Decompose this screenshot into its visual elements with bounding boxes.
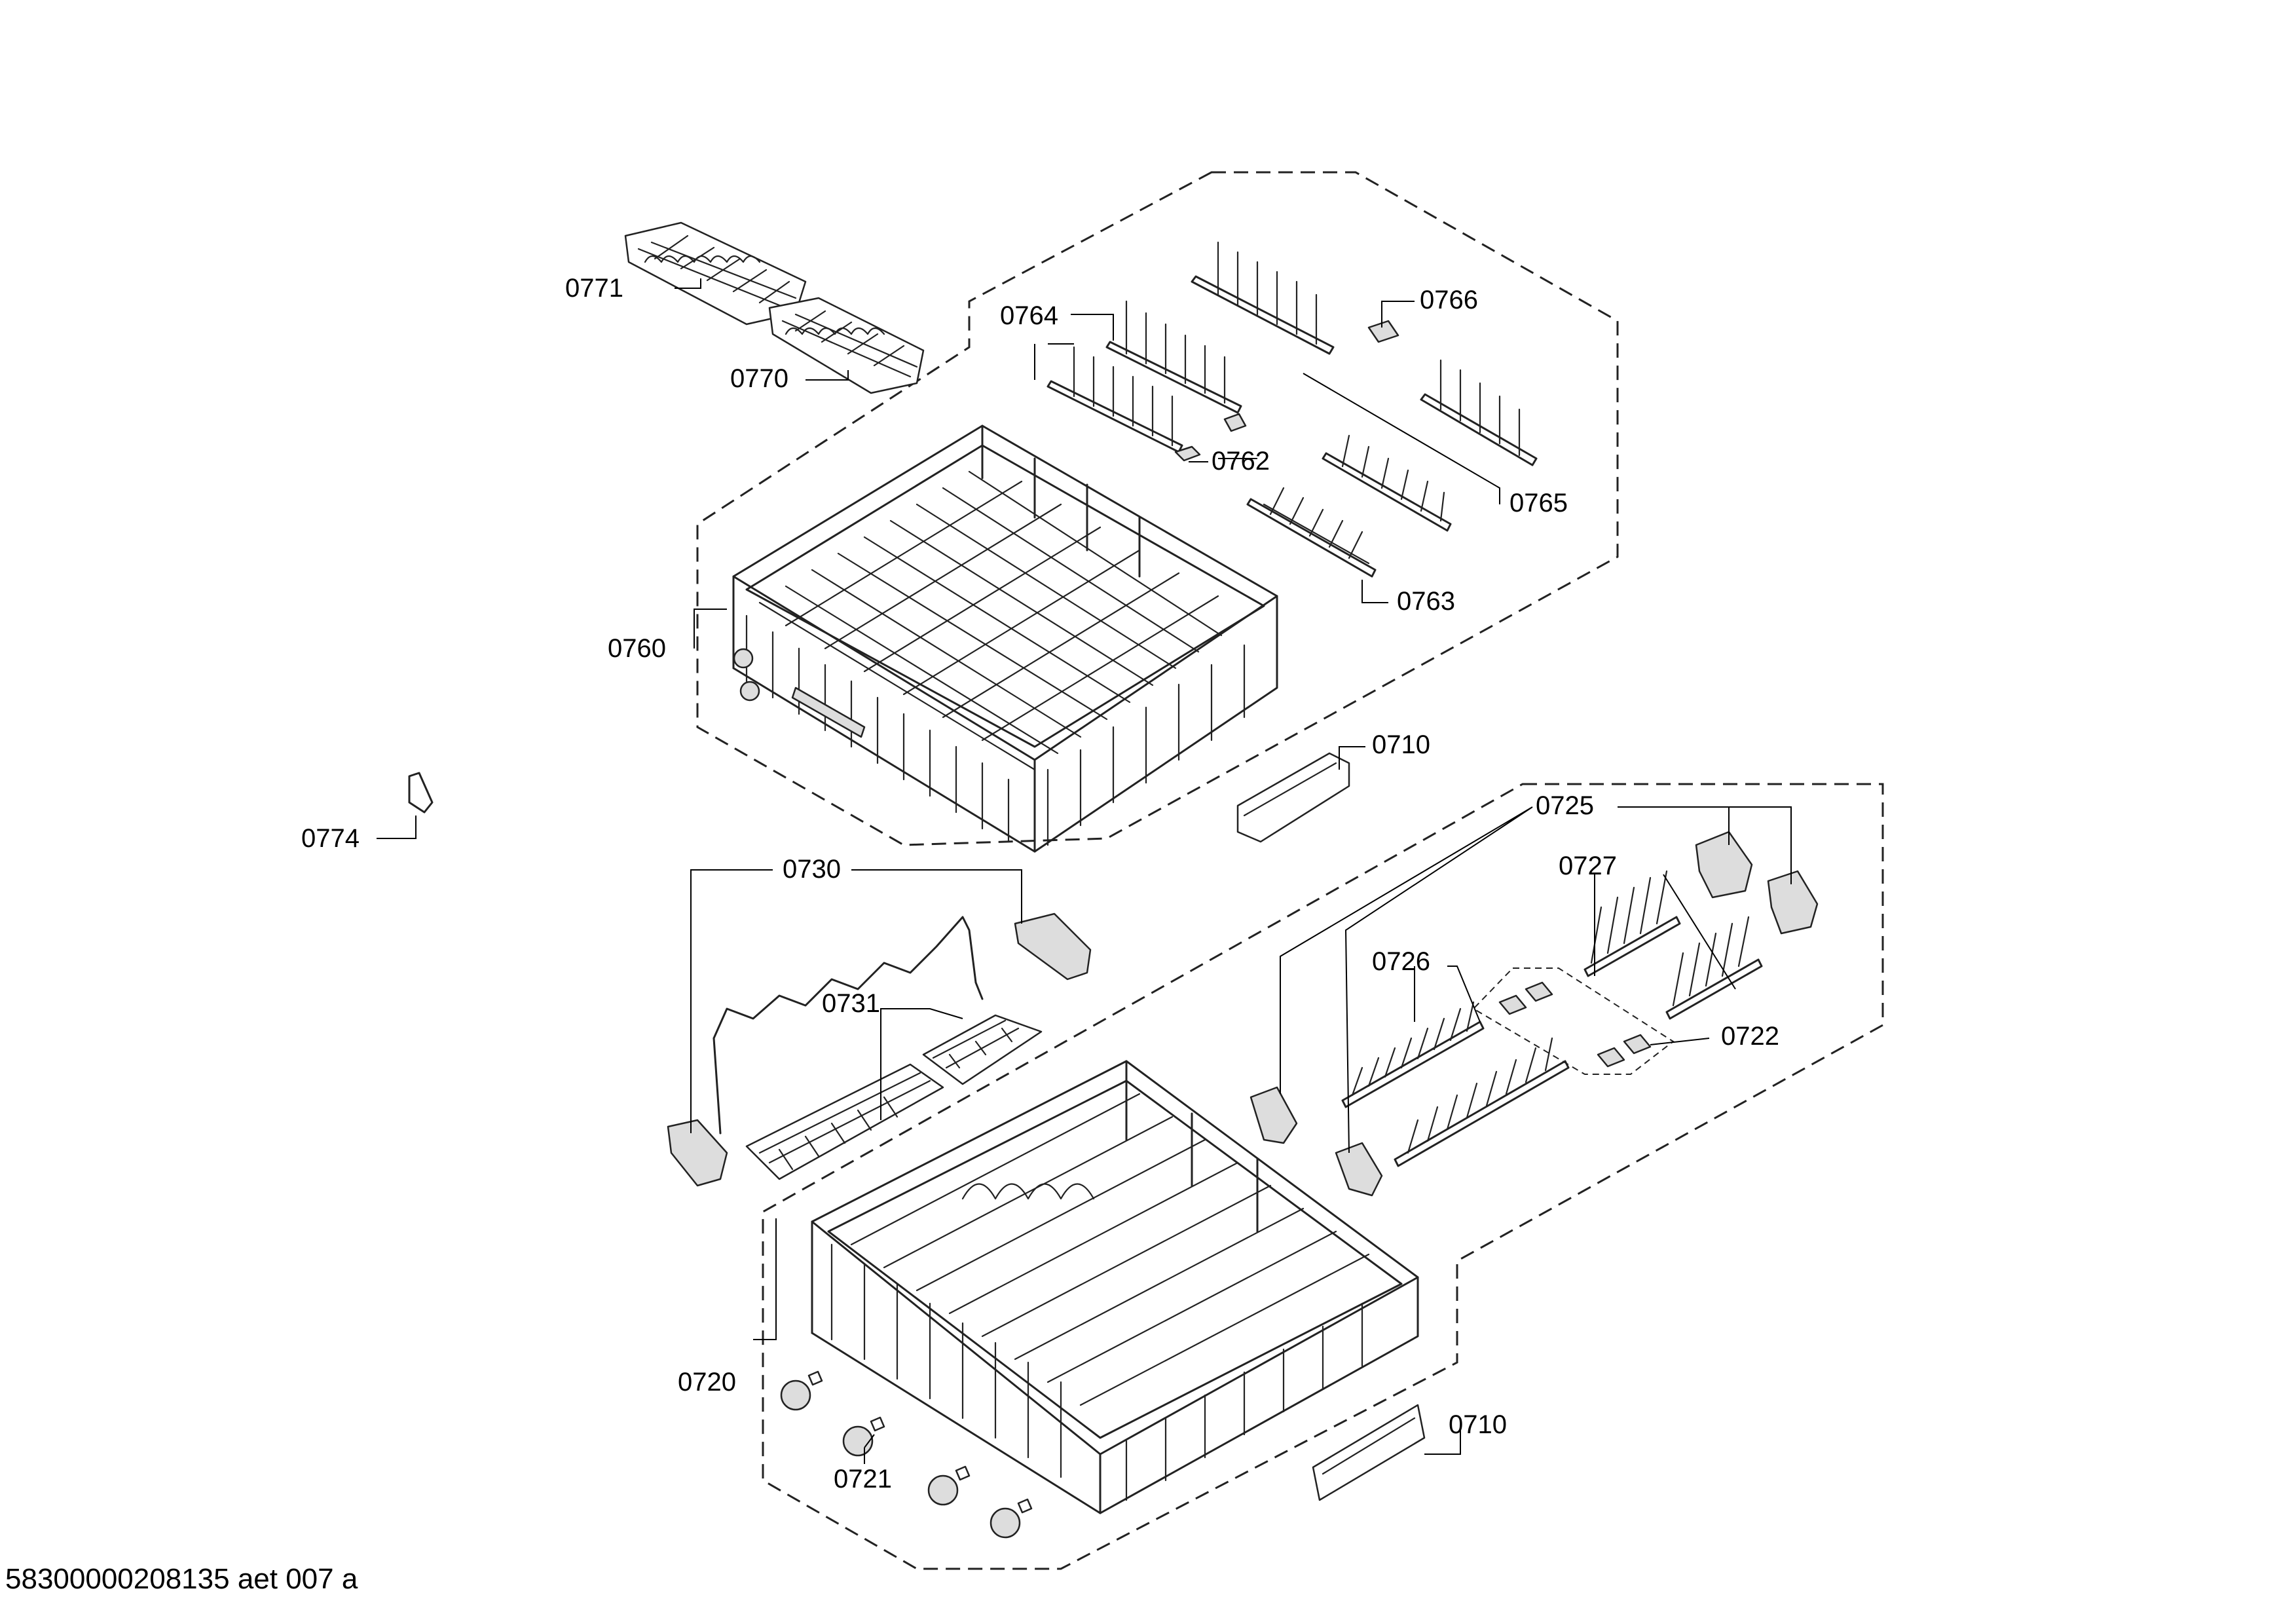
handle-0710-upper (1236, 752, 1350, 843)
label-0721: 0721 (834, 1465, 892, 1493)
upper-basket-0760 (732, 424, 1278, 853)
label-0766: 0766 (1420, 286, 1478, 314)
clip-0725-a (1695, 831, 1753, 899)
tine-rack-0727-b (1665, 916, 1763, 1020)
label-0762: 0762 (1212, 447, 1270, 476)
folding-wire-0730 (667, 912, 1092, 1187)
wheel-set-0721 (780, 1370, 1033, 1539)
tine-rack-0765-back (1191, 241, 1335, 355)
label-0771: 0771 (565, 274, 623, 303)
label-0774: 0774 (301, 824, 360, 853)
label-0731: 0731 (822, 989, 880, 1018)
tine-rack-0726-a (1341, 1001, 1485, 1108)
tine-rack-0764-left (1046, 346, 1183, 453)
label-0760: 0760 (608, 634, 666, 663)
tine-rack-0765-front (1420, 359, 1538, 466)
label-0726: 0726 (1372, 947, 1430, 976)
tine-rack-0764-right (1105, 300, 1242, 414)
label-0770: 0770 (730, 364, 788, 393)
upper-basket-group-outline (696, 171, 1619, 846)
cutlery-tray-0771 (624, 221, 807, 326)
lower-basket-0720 (811, 1060, 1419, 1514)
tine-rack-0727-a (1583, 870, 1681, 977)
label-0727: 0727 (1559, 852, 1617, 880)
label-0720: 0720 (678, 1368, 736, 1397)
document-code: 58300000208135 aet 007 a (5, 1563, 358, 1595)
handle-0710-lower (1312, 1404, 1426, 1501)
clip-0766 (1367, 320, 1399, 343)
label-0764: 0764 (1000, 301, 1058, 330)
clip-0774 (408, 772, 434, 814)
label-0730: 0730 (783, 855, 841, 884)
tine-rack-0763-b (1322, 434, 1452, 532)
label-0763: 0763 (1397, 587, 1455, 616)
clip-0725-c (1250, 1086, 1383, 1197)
leader-lines (377, 278, 1792, 1464)
label-0725: 0725 (1536, 791, 1594, 820)
clip-0725-b (1767, 870, 1819, 935)
cutlery-holder-0731-a (745, 1063, 944, 1180)
label-0765: 0765 (1509, 489, 1568, 517)
tine-rack-0763-a (1246, 487, 1377, 578)
tine-rack-0726-b (1394, 1037, 1570, 1167)
lower-basket-group-outline (762, 783, 1884, 1570)
clip-0722 (1498, 981, 1652, 1068)
clip-0762 (1174, 413, 1247, 462)
clip-group-outline (1472, 967, 1675, 1075)
label-0722: 0722 (1721, 1022, 1779, 1051)
cutlery-tray-0770 (768, 297, 925, 394)
label-0710-upper: 0710 (1372, 730, 1430, 759)
label-0710-lower: 0710 (1449, 1410, 1507, 1439)
cutlery-holder-0731-b (922, 1014, 1043, 1085)
